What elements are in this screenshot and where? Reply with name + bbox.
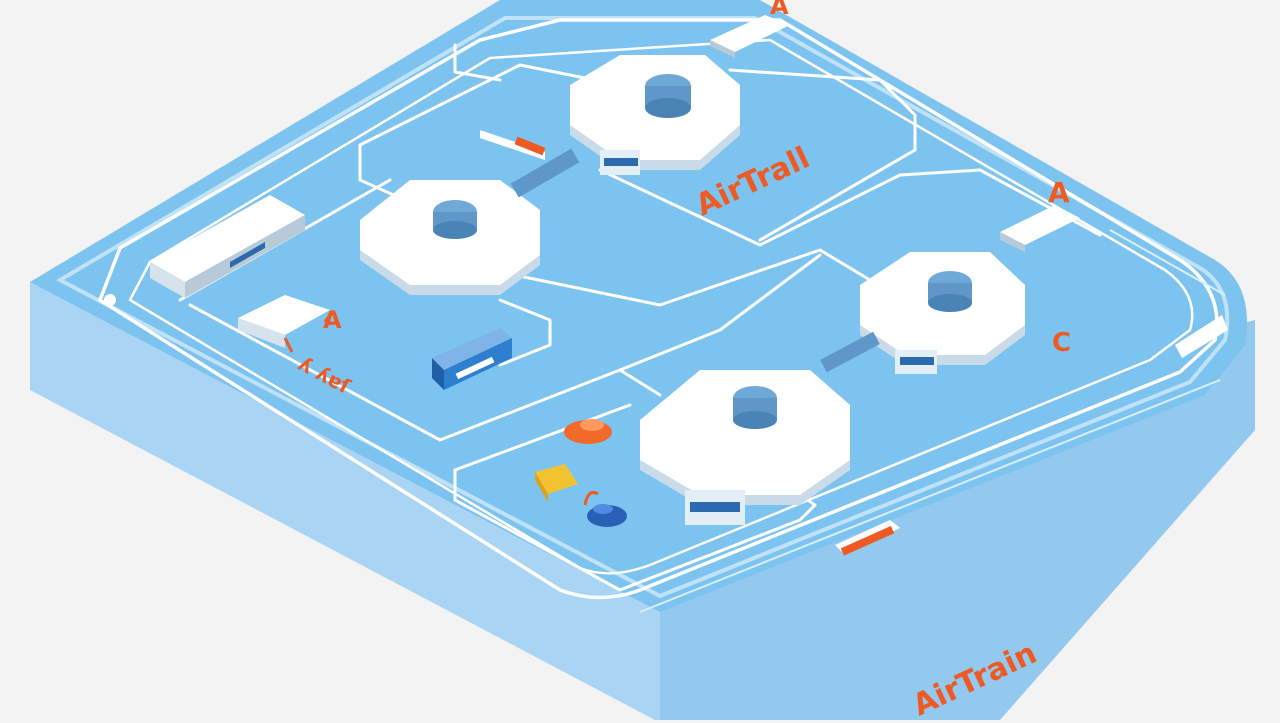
airtrain-car-right-edge (1175, 315, 1228, 358)
orange-marker (583, 490, 599, 506)
bus-icon[interactable] (432, 328, 512, 390)
airtrain-car-front (835, 520, 900, 556)
car-blue-icon[interactable] (587, 504, 627, 527)
terminal-left[interactable] (360, 180, 540, 295)
road-network (178, 43, 1102, 592)
platform-top (30, 0, 1247, 612)
parking-garage[interactable] (150, 195, 305, 298)
platform-left-side (30, 282, 1000, 720)
taxi-icon[interactable] (535, 464, 578, 502)
car-orange-icon[interactable] (564, 419, 612, 444)
orange-marker-left (283, 311, 334, 353)
edge-fence (639, 229, 1226, 613)
airtrain-car-right (1000, 205, 1080, 252)
airtrain-inner-loop (128, 38, 1194, 575)
skybridge-top (510, 148, 580, 198)
label-c: C (1052, 328, 1072, 358)
airtrain-outer-loop (98, 18, 1219, 600)
loop-node (104, 294, 116, 306)
airtrain-car-mid (480, 130, 546, 160)
station-small[interactable] (238, 295, 330, 348)
label-top-a: A (770, 0, 789, 20)
terminal-bottom[interactable] (640, 370, 850, 525)
terminal-right[interactable] (860, 252, 1025, 374)
label-terminal-left: A (323, 306, 342, 334)
skybridge-right (820, 331, 880, 373)
label-right-a: A (1048, 176, 1070, 209)
platform-rim (55, 16, 1230, 599)
airtrain-car-top (710, 15, 790, 58)
terminal-top[interactable] (570, 55, 740, 175)
